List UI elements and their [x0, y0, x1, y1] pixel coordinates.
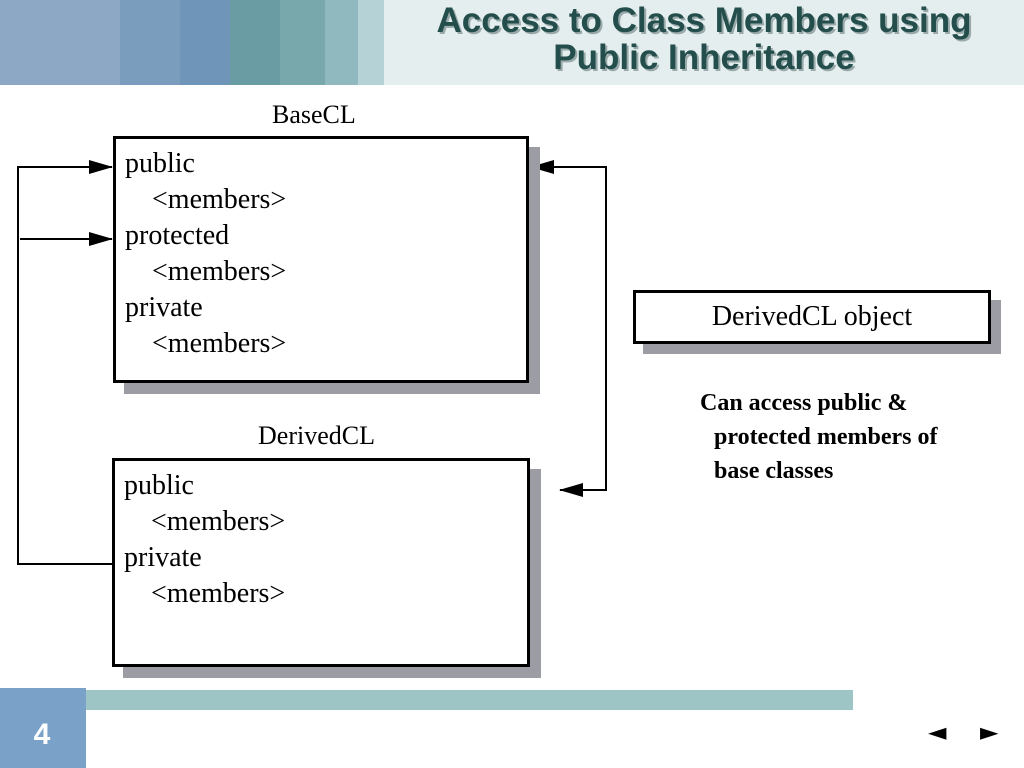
- header-stripe: [0, 0, 120, 85]
- access-note-line: protected members of: [714, 424, 938, 450]
- page-number-box: [0, 688, 86, 768]
- header-stripe: [325, 0, 358, 85]
- derived-class-box: public <members> private <members>: [112, 458, 530, 667]
- footer-bar: [28, 690, 853, 710]
- slide-title-line-1: Access to Class Members using: [436, 1, 972, 40]
- derived-class-line: private: [124, 542, 202, 573]
- base-class-line: <members>: [152, 256, 287, 287]
- base-class-line: private: [125, 292, 203, 323]
- arrow-object-to-base: [530, 160, 607, 330]
- derived-class-line: public: [124, 470, 194, 501]
- base-class-box: public <members> protected <members> pri…: [113, 136, 529, 383]
- base-class-line: <members>: [152, 328, 287, 359]
- access-note: Can access public & protected members of…: [700, 386, 1000, 488]
- derived-class-line: <members>: [151, 578, 286, 609]
- header-stripe: [230, 0, 280, 85]
- access-note-line: base classes: [714, 458, 834, 484]
- header-stripe: [358, 0, 384, 85]
- base-class-line: <members>: [152, 184, 287, 215]
- slide-title: Access to Class Members using Public Inh…: [384, 2, 1024, 76]
- header-stripe: [120, 0, 180, 85]
- base-class-line: protected: [125, 220, 230, 251]
- base-class-line: public: [125, 148, 195, 179]
- slide-title-line-2: Public Inheritance: [553, 38, 855, 77]
- arrow-derived-to-base-public: [17, 160, 113, 565]
- header-stripe: [180, 0, 230, 85]
- derived-object-box: DerivedCL object: [633, 290, 991, 344]
- next-slide-icon[interactable]: ►: [980, 718, 999, 746]
- access-note-line: Can access public &: [700, 390, 908, 416]
- arrow-object-to-derived: [559, 330, 607, 497]
- derived-class-name: DerivedCL: [258, 421, 375, 450]
- page-number: 4: [33, 718, 51, 751]
- prev-slide-icon[interactable]: ◄: [928, 718, 947, 746]
- header-stripe: [280, 0, 325, 85]
- derived-class-line: <members>: [151, 506, 286, 537]
- header-band: Access to Class Members using Public Inh…: [0, 0, 1024, 85]
- base-class-name: BaseCL: [272, 100, 356, 129]
